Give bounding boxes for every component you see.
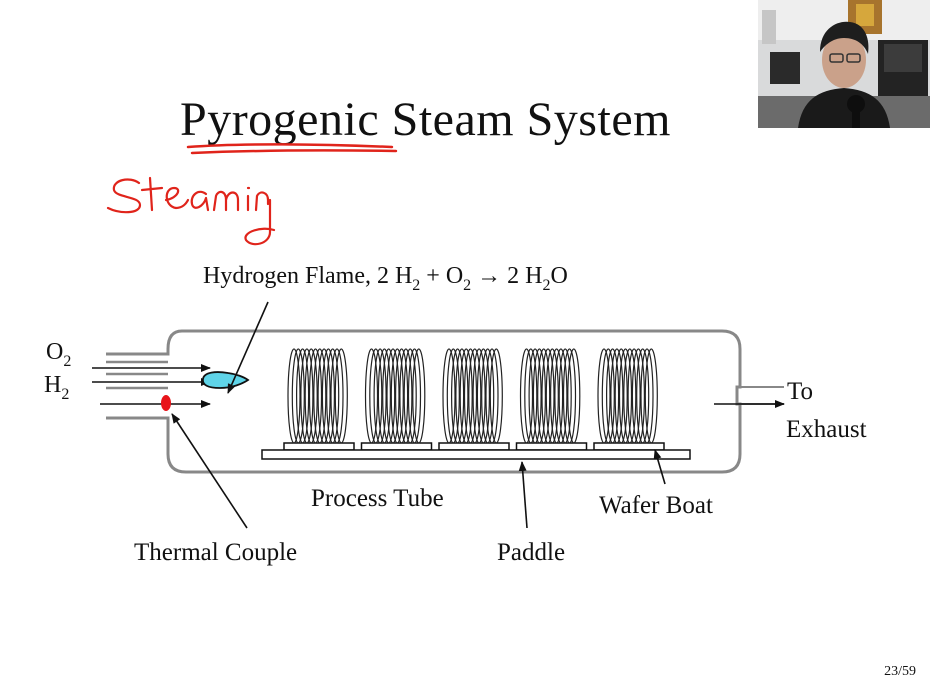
wafer — [459, 348, 473, 444]
wafer — [485, 348, 499, 444]
wafer — [300, 348, 314, 444]
wafer-group — [360, 348, 433, 451]
wafer — [567, 348, 581, 444]
process-tube — [106, 329, 742, 474]
paddle-label: Paddle — [497, 539, 565, 566]
wafer-group — [515, 348, 588, 451]
wafer — [291, 348, 305, 444]
wafer-boat-segment — [515, 442, 588, 451]
wafer — [468, 348, 482, 444]
wafer-group — [438, 348, 510, 451]
wafer — [377, 348, 391, 444]
wafer — [541, 348, 555, 444]
wafer-boat-segment — [593, 442, 665, 451]
wafer — [627, 348, 641, 444]
wafer — [623, 348, 637, 444]
wafer-boat-segment — [360, 442, 433, 451]
wafer — [524, 348, 538, 444]
wafer — [554, 348, 568, 444]
wafer — [412, 348, 426, 444]
wafer — [334, 348, 348, 444]
wafer — [326, 348, 340, 444]
h2-label: H2 — [44, 372, 69, 403]
wafer — [614, 348, 628, 444]
wafer — [597, 348, 611, 444]
wafer — [330, 348, 344, 444]
wafer — [537, 348, 551, 444]
wafer-group — [283, 348, 355, 451]
wafer — [636, 348, 650, 444]
thermal-couple-label: Thermal Couple — [134, 539, 297, 566]
wafer — [532, 348, 547, 444]
wafer — [605, 348, 620, 444]
wafer — [313, 348, 327, 444]
wafer-groups — [283, 348, 665, 451]
exhaust-label-line1: To — [787, 378, 813, 405]
wafer — [446, 348, 460, 444]
wafer — [364, 348, 379, 444]
wafer-group — [593, 348, 665, 451]
o2-label: O2 — [46, 339, 71, 370]
wafer — [618, 348, 633, 444]
wafer — [442, 348, 456, 444]
wafer — [640, 348, 654, 444]
slide-title: Pyrogenic Steam System — [180, 93, 671, 146]
wafer — [317, 348, 331, 444]
wafer — [321, 348, 335, 444]
process-tube-label: Process Tube — [311, 485, 444, 512]
thermocouple-pointer — [171, 413, 248, 529]
wafer — [562, 348, 577, 444]
wafer — [407, 348, 422, 444]
reaction-label: Hydrogen Flame, 2 H2 + O2 → 2 H2O — [203, 263, 568, 294]
wafer — [519, 348, 534, 444]
handwritten-steaming-annotation — [106, 176, 276, 246]
flame-pointer — [227, 301, 269, 394]
paddle — [261, 449, 691, 460]
wafer — [472, 348, 486, 444]
wafer — [369, 348, 383, 444]
wafer — [451, 348, 465, 444]
presenter-webcam — [758, 0, 930, 128]
wafer — [390, 348, 404, 444]
wafer — [489, 348, 503, 444]
wafer — [395, 348, 409, 444]
page-number: 23/59 — [884, 664, 916, 679]
wafer — [455, 348, 469, 444]
webcam-image — [758, 0, 930, 128]
wafer — [373, 348, 387, 444]
exhaust-pipe — [740, 386, 784, 405]
wafer — [601, 348, 615, 444]
wafer — [403, 348, 417, 444]
wafer — [549, 348, 564, 444]
paddle-pointer — [518, 461, 528, 529]
wafer-boat-segment — [438, 442, 510, 451]
wafer-boat-pointer — [653, 449, 666, 485]
wafer — [304, 348, 318, 444]
title-underline-annotation — [186, 143, 398, 155]
wafer — [296, 348, 310, 444]
wafer — [386, 348, 400, 444]
inlet-pipes — [106, 360, 168, 390]
hydrogen-flame — [202, 371, 250, 389]
wafer — [399, 348, 413, 444]
wafer — [610, 348, 624, 444]
wafer — [644, 348, 658, 444]
wafer — [481, 348, 495, 444]
wafer — [528, 348, 542, 444]
wafer — [308, 348, 323, 444]
wafer-boat-label: Wafer Boat — [599, 492, 713, 519]
exhaust-label-line2: Exhaust — [786, 416, 867, 443]
wafer — [631, 348, 646, 444]
thermocouple — [161, 395, 171, 411]
wafer — [287, 348, 301, 444]
wafer — [463, 348, 478, 444]
wafer — [476, 348, 490, 444]
wafer — [382, 348, 396, 444]
wafer — [558, 348, 572, 444]
wafer-boat-segment — [283, 442, 355, 451]
wafer — [545, 348, 559, 444]
